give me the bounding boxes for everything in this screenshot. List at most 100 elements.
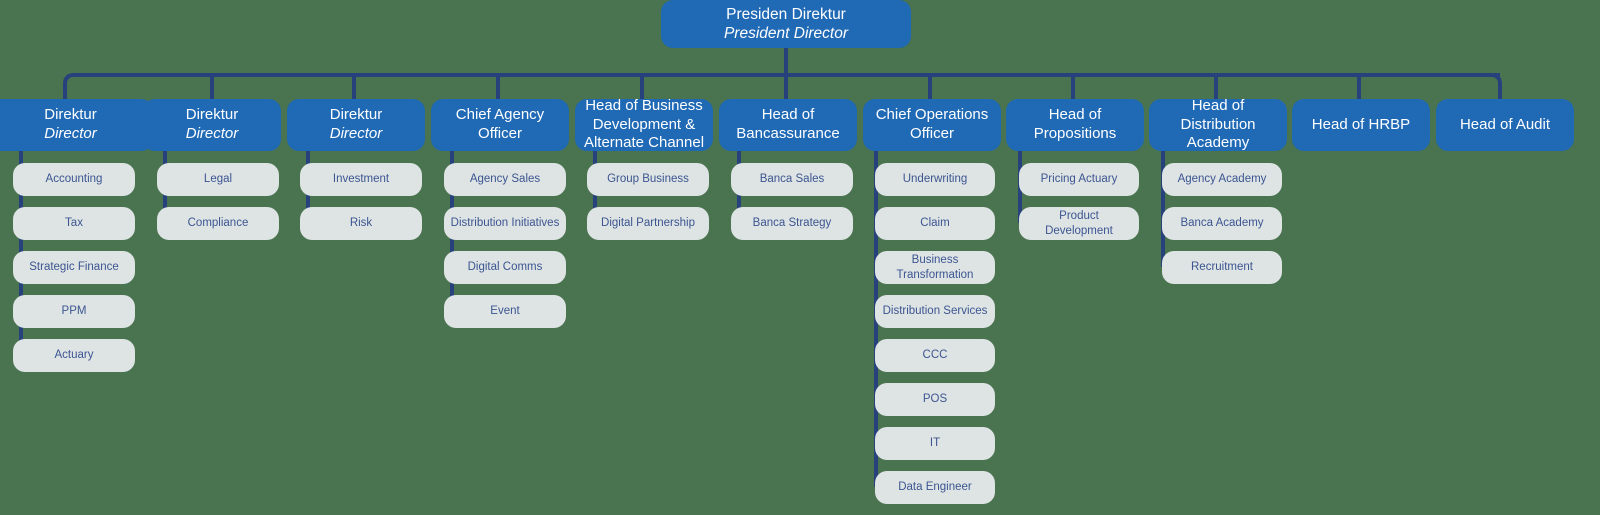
leaf-node-strategic-finance[interactable]: Strategic Finance (13, 251, 135, 284)
leaf-node-distribution-initiatives[interactable]: Distribution Initiatives (444, 207, 566, 240)
column-head-11-title-id: Head of Audit (1459, 115, 1551, 133)
leaf-node-claim[interactable]: Claim (875, 207, 995, 240)
column-head-11-label: Head of Audit (1454, 116, 1556, 135)
leaf-label: Underwriting (902, 173, 968, 186)
leaf-node-agency-sales[interactable]: Agency Sales (444, 163, 566, 196)
leaf-label: Recruitment (1191, 261, 1253, 274)
leaf-label: CCC (922, 349, 948, 362)
column-head-3-title-id: Direktur (329, 106, 383, 124)
column-head-4-title-id: Chief Agency Officer (455, 106, 545, 142)
leaf-label: Business Transformation (896, 254, 974, 281)
leaf-node-risk[interactable]: Risk (300, 207, 422, 240)
leaf-node-agency-academy[interactable]: Agency Academy (1162, 163, 1282, 196)
column-head-1[interactable]: Direktur Director (0, 99, 153, 151)
leaf-node-group-business[interactable]: Group Business (587, 163, 709, 196)
column-head-7-title-id: Chief Operations Officer (875, 106, 989, 142)
leaf-node-digital-partnership[interactable]: Digital Partnership (587, 207, 709, 240)
leaf-node-legal[interactable]: Legal (157, 163, 279, 196)
leaf-node-distribution-services[interactable]: Distribution Services (875, 295, 995, 328)
column-head-8[interactable]: Head of Propositions (1006, 99, 1144, 151)
leaf-label: Digital Partnership (601, 217, 695, 230)
drop-connector-col-5 (640, 73, 644, 100)
root-stem-connector (784, 48, 788, 75)
column-head-7-label: Chief Operations Officer (863, 106, 1001, 144)
column-head-9-title-id: Head of Distribution Academy (1180, 96, 1256, 152)
column-head-6[interactable]: Head of Bancassurance (719, 99, 857, 151)
leaf-node-investment[interactable]: Investment (300, 163, 422, 196)
column-head-8-label: Head of Propositions (1006, 106, 1144, 144)
drop-connector-col-3 (352, 73, 356, 100)
leaf-label: Data Engineer (898, 481, 972, 494)
column-head-8-title-id: Head of Propositions (1033, 106, 1117, 142)
bus-right-elbow (1488, 73, 1502, 110)
column-head-10[interactable]: Head of HRBP (1292, 99, 1430, 151)
column-head-1-title-en: Director (44, 125, 97, 142)
leaf-node-compliance[interactable]: Compliance (157, 207, 279, 240)
leaf-node-tax[interactable]: Tax (13, 207, 135, 240)
drop-connector-col-10 (1357, 73, 1361, 100)
leaf-label: Distribution Services (882, 305, 988, 318)
column-head-6-title-id: Head of Bancassurance (736, 106, 840, 142)
column-head-4[interactable]: Chief Agency Officer (431, 99, 569, 151)
leaf-node-actuary[interactable]: Actuary (13, 339, 135, 372)
spine-connector-col-9 (1161, 151, 1165, 267)
leaf-label: Digital Comms (467, 261, 543, 274)
column-head-2-title-en: Director (185, 125, 239, 142)
column-head-2-title-id: Direktur (185, 106, 239, 124)
leaf-label: Actuary (54, 349, 94, 362)
column-head-7[interactable]: Chief Operations Officer (863, 99, 1001, 151)
column-head-2[interactable]: Direktur Director (143, 99, 281, 151)
leaf-label: Tax (65, 217, 83, 230)
column-head-10-label: Head of HRBP (1306, 116, 1416, 135)
leaf-label: Group Business (607, 173, 689, 186)
leaf-node-recruitment[interactable]: Recruitment (1162, 251, 1282, 284)
leaf-label: POS (922, 393, 948, 406)
leaf-node-pos[interactable]: POS (875, 383, 995, 416)
leaf-label: Agency Academy (1177, 173, 1267, 186)
leaf-label: Strategic Finance (29, 261, 119, 274)
column-head-3[interactable]: Direktur Director (287, 99, 425, 151)
leaf-node-product-development[interactable]: Product Development (1019, 207, 1139, 240)
leaf-node-it[interactable]: IT (875, 427, 995, 460)
leaf-node-business-transformation[interactable]: Business Transformation (875, 251, 995, 284)
column-head-5-title-id: Head of Business Development & Alternate… (583, 96, 705, 152)
column-head-5-label: Head of Business Development & Alternate… (575, 97, 713, 153)
drop-connector-col-9 (1214, 73, 1218, 100)
leaf-label: IT (929, 437, 941, 450)
column-head-4-label: Chief Agency Officer (431, 106, 569, 144)
leaf-node-pricing-actuary[interactable]: Pricing Actuary (1019, 163, 1139, 196)
leaf-node-data-engineer[interactable]: Data Engineer (875, 471, 995, 504)
root-title-id: Presiden Direktur (726, 5, 846, 23)
drop-connector-col-7 (928, 73, 932, 100)
leaf-node-event[interactable]: Event (444, 295, 566, 328)
column-head-9[interactable]: Head of Distribution Academy (1149, 97, 1287, 153)
leaf-label: Banca Sales (759, 173, 825, 186)
column-head-9-label: Head of Distribution Academy (1149, 97, 1287, 153)
leaf-label: Banca Academy (1180, 217, 1264, 230)
column-head-1-label: Direktur Director (38, 106, 103, 144)
leaf-label: Pricing Actuary (1040, 173, 1118, 186)
column-head-3-label: Direktur Director (324, 106, 389, 144)
leaf-label: Investment (332, 173, 390, 186)
leaf-node-accounting[interactable]: Accounting (13, 163, 135, 196)
column-head-6-label: Head of Bancassurance (719, 106, 857, 144)
leaf-node-ppm[interactable]: PPM (13, 295, 135, 328)
leaf-label: Distribution Initiatives (450, 217, 560, 230)
leaf-label: Product Development (1045, 210, 1113, 237)
root-node-president-director[interactable]: Presiden Direktur President Director (661, 0, 911, 48)
column-head-3-title-en: Director (329, 125, 383, 142)
column-head-5[interactable]: Head of Business Development & Alternate… (575, 97, 713, 153)
leaf-node-banca-sales[interactable]: Banca Sales (731, 163, 853, 196)
leaf-label: Compliance (187, 217, 249, 230)
leaf-node-underwriting[interactable]: Underwriting (875, 163, 995, 196)
leaf-label: Banca Strategy (752, 217, 832, 230)
drop-connector-col-2 (210, 73, 214, 100)
leaf-label: Event (490, 305, 520, 318)
leaf-label: Agency Sales (469, 173, 541, 186)
column-head-11[interactable]: Head of Audit (1436, 99, 1574, 151)
leaf-node-ccc[interactable]: CCC (875, 339, 995, 372)
leaf-node-digital-comms[interactable]: Digital Comms (444, 251, 566, 284)
leaf-node-banca-strategy[interactable]: Banca Strategy (731, 207, 853, 240)
leaf-node-banca-academy[interactable]: Banca Academy (1162, 207, 1282, 240)
